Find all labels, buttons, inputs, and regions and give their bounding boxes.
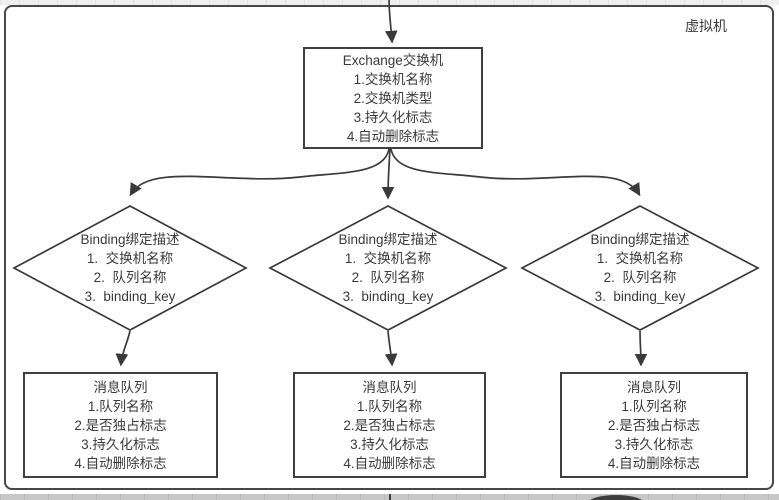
queue-item: 2.是否独占标志 — [74, 417, 167, 433]
binding-diamond-right-text: Binding绑定描述 1. 交换机名称 2. 队列名称 3. binding_… — [540, 230, 740, 306]
binding-item: 2. 队列名称 — [351, 270, 425, 285]
queue-item: 1.队列名称 — [87, 398, 154, 414]
queue-node-left: 消息队列 1.队列名称 2.是否独占标志 3.持久化标志 4.自动删除标志 — [23, 372, 218, 478]
binding-diamond-center-shape — [268, 205, 508, 331]
bottom-strip-divider — [389, 494, 391, 500]
queue-item: 4.自动删除标志 — [74, 455, 167, 471]
edge-binding-left-to-queue-left — [115, 330, 131, 367]
binding-item: 1. 交换机名称 — [86, 251, 174, 266]
exchange-item: 4.自动删除标志 — [346, 128, 440, 144]
queue-title: 消息队列 — [93, 379, 148, 395]
queue-title: 消息队列 — [627, 379, 681, 395]
queue-item: 4.自动删除标志 — [343, 455, 436, 471]
binding-item: 1. 交换机名称 — [596, 251, 684, 266]
binding-item: 3. binding_key — [342, 289, 434, 304]
exchange-item: 1.交换机名称 — [353, 71, 433, 87]
binding-item: 2. 队列名称 — [93, 270, 167, 285]
queue-item: 3.持久化标志 — [81, 436, 160, 452]
queue-item: 3.持久化标志 — [614, 436, 694, 452]
binding-title: Binding绑定描述 — [80, 232, 180, 247]
queue-item: 3.持久化标志 — [350, 436, 429, 452]
edge-binding-center-to-queue-center — [384, 330, 398, 367]
queue-item: 1.队列名称 — [356, 398, 423, 414]
queue-item: 1.队列名称 — [621, 398, 687, 414]
exchange-title: Exchange交换机 — [342, 52, 444, 68]
binding-item: 2. 队列名称 — [603, 270, 677, 285]
exchange-item: 3.持久化标志 — [353, 109, 433, 125]
binding-diamond-center-text: Binding绑定描述 1. 交换机名称 2. 队列名称 3. binding_… — [288, 230, 488, 306]
queue-item: 2.是否独占标志 — [607, 417, 701, 433]
binding-title: Binding绑定描述 — [590, 232, 690, 247]
queue-item: 4.自动删除标志 — [607, 455, 701, 471]
exchange-node: Exchange交换机 1.交换机名称 2.交换机类型 3.持久化标志 4.自动… — [303, 47, 483, 149]
bottom-strip-blob — [588, 495, 644, 500]
edge-exchange-to-binding-left — [129, 148, 390, 197]
edge-binding-right-to-queue-right — [634, 330, 648, 367]
queue-title: 消息队列 — [362, 379, 417, 395]
binding-diamond-left-shape — [12, 205, 248, 331]
virtual-machine-label: 虚拟机 — [685, 18, 727, 34]
queue-item: 2.是否独占标志 — [343, 417, 436, 433]
binding-item: 3. binding_key — [594, 289, 686, 304]
binding-diamond-left-text: Binding绑定描述 1. 交换机名称 2. 队列名称 3. binding_… — [30, 230, 230, 306]
edge-incoming-to-exchange — [384, 0, 398, 44]
binding-diamond-right-shape — [520, 205, 760, 331]
exchange-item: 2.交换机类型 — [353, 90, 433, 106]
edge-exchange-to-binding-center — [381, 148, 395, 200]
edge-exchange-to-binding-right — [390, 148, 641, 197]
binding-item: 1. 交换机名称 — [344, 251, 432, 266]
queue-node-center: 消息队列 1.队列名称 2.是否独占标志 3.持久化标志 4.自动删除标志 — [293, 372, 486, 478]
binding-title: Binding绑定描述 — [338, 232, 438, 247]
queue-node-right: 消息队列 1.队列名称 2.是否独占标志 3.持久化标志 4.自动删除标志 — [560, 372, 748, 478]
binding-item: 3. binding_key — [84, 289, 176, 304]
